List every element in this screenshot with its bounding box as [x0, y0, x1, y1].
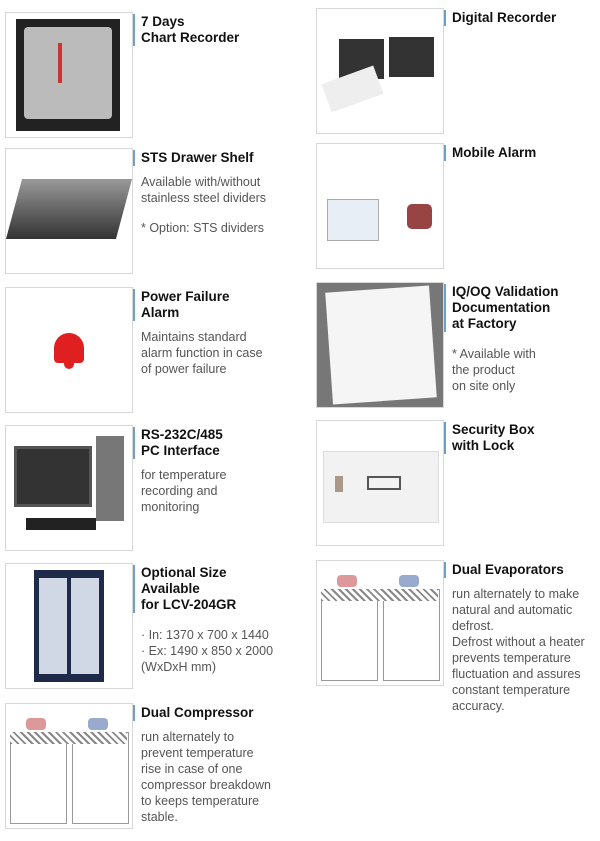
feature-card: Digital Recorder	[316, 8, 600, 136]
feature-note: * Option: STS dividers	[141, 221, 264, 235]
feature-title: Dual Compressor	[133, 705, 301, 721]
airflow-diagram-image	[316, 560, 444, 686]
feature-card: Power Failure Alarm Maintains standard a…	[5, 287, 295, 415]
feature-note: · In: 1370 x 700 x 1440 · Ex: 1490 x 850…	[141, 628, 274, 674]
feature-title: Power Failure Alarm	[133, 289, 301, 321]
feature-description: for temperature recording and monitoring	[141, 468, 227, 514]
alarm-bell-icon	[5, 287, 133, 413]
feature-card: Dual Evaporators run alternately to make…	[316, 560, 600, 713]
feature-card: Optional Size Available for LCV-204GR · …	[5, 563, 295, 691]
feature-card: Mobile Alarm	[316, 143, 600, 271]
feature-card: RS-232C/485 PC Interface for temperature…	[5, 425, 295, 553]
mobile-alarm-image	[316, 143, 444, 269]
feature-description: Maintains standard alarm function in cas…	[141, 330, 263, 376]
feature-title: Digital Recorder	[444, 10, 600, 26]
feature-description: run alternately to make natural and auto…	[452, 587, 585, 713]
feature-description: Available with/without stainless steel d…	[141, 175, 267, 205]
feature-title: Dual Evaporators	[444, 562, 600, 578]
airflow-diagram-image	[5, 703, 133, 829]
feature-title: RS-232C/485 PC Interface	[133, 427, 301, 459]
feature-title: IQ/OQ Validation Documentation at Factor…	[444, 284, 600, 332]
feature-card: Dual Compressor run alternately to preve…	[5, 703, 295, 831]
feature-card: 7 Days Chart Recorder	[5, 12, 295, 140]
drawer-shelf-image	[5, 148, 133, 274]
digital-recorder-image	[316, 8, 444, 134]
feature-title: Security Box with Lock	[444, 422, 600, 454]
feature-card: IQ/OQ Validation Documentation at Factor…	[316, 282, 600, 410]
feature-title: 7 Days Chart Recorder	[133, 14, 301, 46]
pc-computer-image	[5, 425, 133, 551]
feature-title: Optional Size Available for LCV-204GR	[133, 565, 301, 613]
security-box-image	[316, 420, 444, 546]
chart-recorder-image	[5, 12, 133, 138]
feature-card: Security Box with Lock	[316, 420, 600, 548]
feature-title: STS Drawer Shelf	[133, 150, 301, 166]
feature-description: run alternately to prevent temperature r…	[141, 730, 271, 824]
refrigerator-image	[5, 563, 133, 689]
feature-title: Mobile Alarm	[444, 145, 600, 161]
feature-card: STS Drawer Shelf Available with/without …	[5, 148, 295, 276]
clipboard-document-image	[316, 282, 444, 408]
feature-note: * Available with the product on site onl…	[452, 347, 536, 393]
